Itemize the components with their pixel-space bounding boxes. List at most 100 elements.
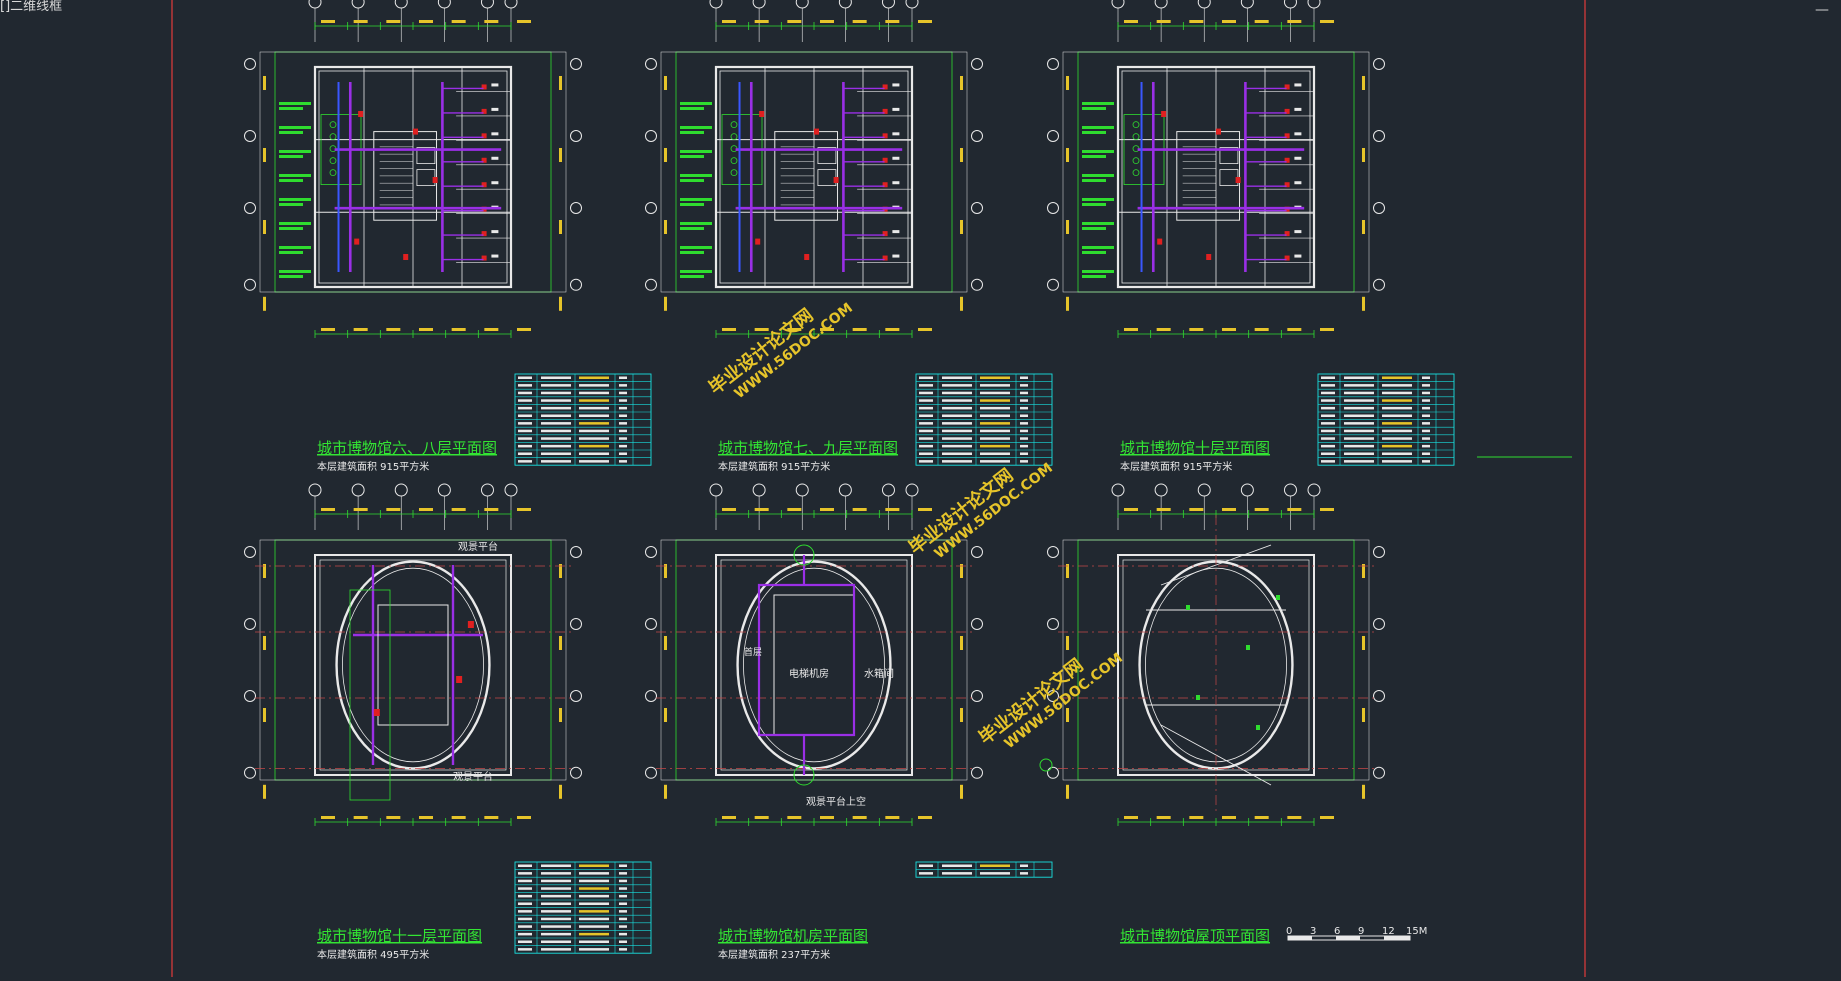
table-cell <box>1422 422 1430 425</box>
riser-symbol <box>814 128 819 135</box>
duct-run <box>1137 82 1305 272</box>
axis-bubble <box>244 766 256 779</box>
table-cell <box>1382 422 1412 425</box>
dimension-value <box>353 328 368 331</box>
dimension-value <box>1320 508 1334 511</box>
table-cell <box>980 460 1010 463</box>
dimension-value <box>918 508 932 511</box>
dimension-value <box>1320 816 1334 819</box>
table-cell <box>579 864 609 867</box>
table-cell <box>579 384 609 387</box>
table-cell <box>1321 444 1335 448</box>
table-cell <box>541 429 571 433</box>
table-cell <box>980 376 1010 379</box>
table-cell <box>1382 384 1412 387</box>
dimension-value <box>852 328 867 331</box>
dimension-value <box>451 20 466 23</box>
annotation-text <box>279 203 303 206</box>
room-label <box>892 132 900 136</box>
table-cell <box>942 429 972 433</box>
dimension-frame-outer <box>1062 51 1370 293</box>
table-cell <box>1321 391 1335 395</box>
dimension-value <box>1362 76 1365 90</box>
annotation-text <box>1082 198 1114 201</box>
axis-bubble <box>1373 130 1385 142</box>
plan-title: 城市博物馆十一层平面图 <box>317 927 482 945</box>
table-cell <box>980 872 1010 875</box>
room-label-platform-above: 观景平台上空 <box>806 795 866 808</box>
dimension-value <box>1254 328 1269 331</box>
dimension-value <box>1362 148 1365 162</box>
dimension-value <box>820 508 834 511</box>
dimension-value <box>559 564 562 578</box>
viewport-controls-label[interactable]: []二维线框 <box>0 0 63 14</box>
elevator <box>1219 169 1239 187</box>
table-cell <box>1422 452 1430 455</box>
table-cell <box>619 376 627 379</box>
room-label <box>491 83 499 87</box>
axis-bubble <box>351 0 365 9</box>
table-cell <box>518 948 532 951</box>
plan-area-text: 本层建筑面积 915平方米 <box>1120 460 1232 473</box>
roof-drain <box>1246 645 1250 650</box>
core-outline <box>1176 131 1241 221</box>
dimension-value <box>263 708 266 722</box>
table-cell <box>541 406 571 410</box>
dimension-value <box>1362 708 1365 722</box>
elevator <box>817 147 837 165</box>
table-cell <box>919 414 933 417</box>
room-label <box>1294 156 1302 160</box>
table-cell <box>980 422 1010 425</box>
elliptical-wall <box>335 560 491 770</box>
axis-bubble <box>1047 546 1059 558</box>
table-cell <box>518 917 532 921</box>
riser-symbol <box>1216 128 1221 135</box>
table-cell <box>1422 437 1430 440</box>
axis-bubble <box>645 278 657 291</box>
dimension-value <box>852 508 867 511</box>
exterior-wall <box>314 554 512 776</box>
fixture <box>1132 169 1140 177</box>
dimension-value <box>321 816 335 819</box>
elliptical-wall <box>736 560 892 770</box>
dimension-value <box>1066 220 1069 234</box>
table-cell <box>942 444 972 448</box>
dimension-value <box>960 76 963 90</box>
dimension-value <box>722 508 736 511</box>
dimension-value <box>1066 148 1069 162</box>
axis-bubble <box>709 0 723 9</box>
annotation-text <box>279 227 303 230</box>
table-cell <box>619 399 627 402</box>
minimize-icon[interactable]: — <box>1815 2 1829 18</box>
axis-bubble <box>1373 618 1385 630</box>
table-cell <box>942 376 972 379</box>
dimension-value <box>1156 816 1171 819</box>
equipment-symbol <box>481 133 487 139</box>
dimension-value <box>1320 20 1334 23</box>
axis-bubble <box>1154 0 1168 9</box>
table-cell <box>579 879 609 883</box>
dimension-value <box>664 220 667 234</box>
riser-symbol <box>403 254 409 260</box>
table-cell <box>980 384 1010 387</box>
annotation-text <box>680 203 704 206</box>
axis-bubble <box>1154 483 1168 497</box>
dimension-value <box>559 708 562 722</box>
table-cell <box>1344 444 1374 448</box>
dimension-value <box>263 784 266 799</box>
table-cell <box>942 452 972 455</box>
dimension-value <box>517 328 531 331</box>
dimension-value <box>419 328 433 331</box>
table-cell <box>980 452 1010 455</box>
duct-run <box>334 82 502 272</box>
interior-wall <box>720 559 908 771</box>
dimension-value <box>722 328 736 331</box>
axis-bubble <box>308 0 322 9</box>
table-cell <box>919 384 933 387</box>
table-cell <box>619 902 627 905</box>
table-cell <box>619 452 627 455</box>
axis-bubble <box>838 483 852 497</box>
dimension-value <box>1320 328 1334 331</box>
